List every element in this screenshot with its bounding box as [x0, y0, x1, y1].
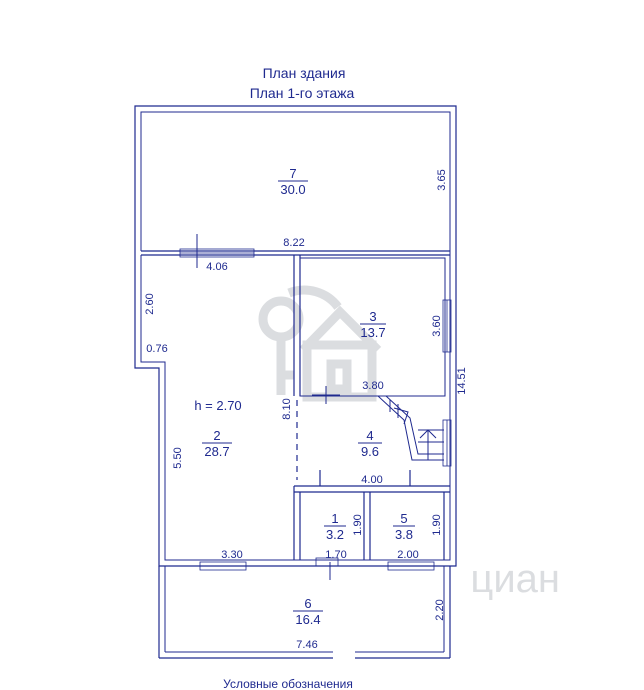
room-area: 3.2 — [326, 527, 344, 542]
plan-title: План здания — [263, 65, 346, 81]
room-number: 5 — [400, 511, 407, 526]
plan-subtitle: План 1-го этажа — [250, 85, 355, 101]
dim-room2-bottom-width: 3.30 — [221, 549, 242, 561]
dim-room2-top-width: 4.06 — [206, 261, 227, 273]
room-area: 30.0 — [280, 182, 305, 197]
room-3: 3 13.7 — [360, 309, 386, 340]
dim-room3-depth: 3.60 — [431, 315, 443, 336]
key-house-logo-icon — [258, 285, 382, 402]
dim-room6-width: 7.46 — [296, 639, 317, 651]
dim-room7-depth: 3.65 — [436, 169, 448, 190]
dim-partition-length: 8.10 — [281, 398, 293, 419]
dim-room5-width: 2.00 — [397, 549, 418, 561]
dim-room1-width: 1.70 — [325, 549, 346, 561]
dim-total-depth: 14.51 — [456, 367, 468, 395]
dim-left-lower: 5.50 — [172, 447, 184, 468]
room-2: h = 2.70 2 28.7 — [194, 398, 241, 459]
watermark: циан — [258, 285, 560, 601]
room-area: 28.7 — [204, 444, 229, 459]
room-number: 7 — [289, 166, 296, 181]
room-6: 6 16.4 — [293, 596, 323, 627]
ceiling-height: h = 2.70 — [194, 398, 241, 413]
room-4: 4 9.6 — [358, 428, 382, 459]
room-area: 9.6 — [361, 444, 379, 459]
dim-room3-width: 3.80 — [362, 380, 383, 392]
room-number: 6 — [304, 596, 311, 611]
room-number: 1 — [331, 511, 338, 526]
room-area: 16.4 — [295, 612, 320, 627]
outer-walls — [134, 105, 457, 659]
dim-room7-width: 8.22 — [283, 237, 304, 249]
room-number: 4 — [366, 428, 373, 443]
interior-walls — [141, 250, 450, 560]
room-5: 5 3.8 — [393, 511, 415, 542]
staircase — [377, 395, 444, 461]
legend-title: Условные обозначения — [223, 677, 353, 690]
room-area: 13.7 — [360, 325, 385, 340]
room-7: 7 30.0 — [278, 166, 308, 197]
room-1: 1 3.2 — [324, 511, 346, 542]
dim-left-offset: 0.76 — [146, 343, 167, 355]
room-number: 2 — [213, 428, 220, 443]
dim-room4-width: 4.00 — [361, 474, 382, 486]
dim-room5-depth: 1.90 — [431, 514, 443, 535]
dimension-labels: 8.22 3.65 4.06 2.60 0.76 5.50 3.30 8.10 … — [144, 169, 468, 651]
dim-left-upper: 2.60 — [144, 293, 156, 314]
room-number: 3 — [369, 309, 376, 324]
watermark-text: циан — [470, 557, 560, 601]
room-area: 3.8 — [395, 527, 413, 542]
dim-room1-depth: 1.90 — [352, 514, 364, 535]
windows — [179, 234, 452, 580]
dim-room6-depth: 2.20 — [434, 599, 446, 620]
